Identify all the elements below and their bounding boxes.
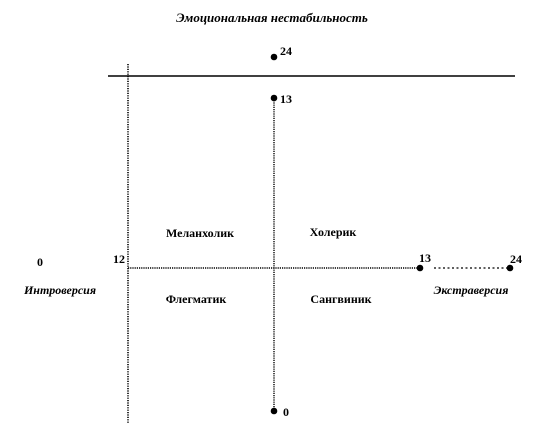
horizontal-max-point	[506, 264, 514, 272]
vertical-min-point	[270, 407, 278, 415]
vertical-max-point	[270, 53, 278, 61]
horizontal-right-mark-label: 13	[419, 251, 431, 265]
horizontal-left-mark-label: 12	[113, 252, 125, 266]
quadrant-sanguine: Сангвиник	[310, 292, 371, 306]
horizontal-max-label: 24	[510, 252, 522, 266]
vertical-min-label: 0	[283, 405, 289, 419]
vertical-upper-point	[270, 94, 278, 102]
extraversion-label: Экстраверсия	[434, 283, 509, 297]
diagram-title: Эмоциональная нестабильность	[176, 10, 368, 25]
quadrant-choleric: Холерик	[310, 225, 357, 239]
quadrant-phlegmatic: Флегматик	[166, 292, 227, 306]
vertical-upper-label: 13	[280, 92, 292, 106]
introversion-label: Интроверсия	[23, 283, 96, 297]
horizontal-mark-point	[416, 264, 424, 272]
horizontal-min-label: 0	[37, 255, 43, 269]
quadrant-melancholic: Меланхолик	[166, 226, 234, 240]
vertical-max-label: 24	[280, 44, 292, 58]
